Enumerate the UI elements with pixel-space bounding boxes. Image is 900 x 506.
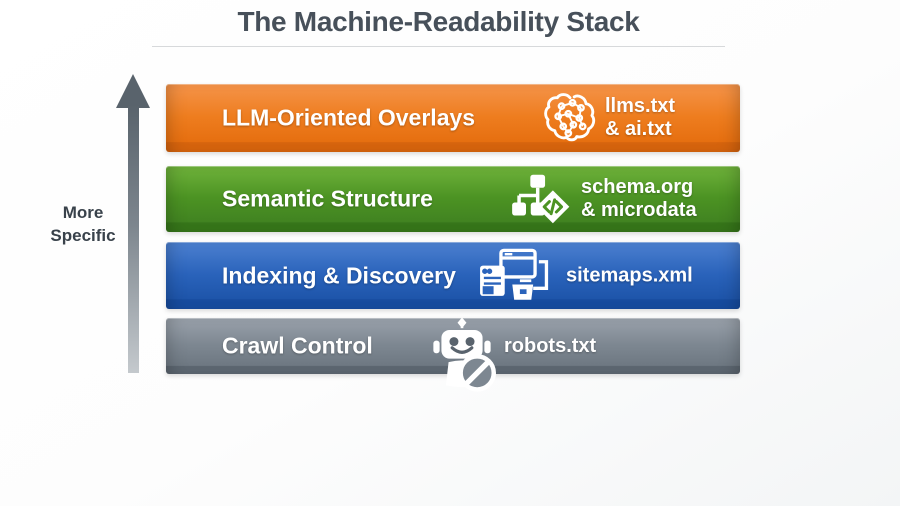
- artifact-label: robots.txt: [504, 334, 597, 357]
- layer-label: Crawl Control: [222, 332, 373, 359]
- layer-artifact-group: schema.org & microdata: [505, 173, 697, 225]
- layer-bar-llm-oriented-overlays: LLM-Oriented Overlays: [166, 84, 740, 152]
- layer-label: Semantic Structure: [222, 185, 433, 212]
- up-arrow-icon: [116, 74, 150, 108]
- browser-windows-icon: [480, 248, 549, 300]
- artifact-label: schema.org & microdata: [581, 176, 697, 221]
- layer-artifact-group: sitemaps.xml: [478, 248, 693, 303]
- robot-blocked-icon: [433, 317, 496, 392]
- artifact-label: sitemaps.xml: [566, 264, 693, 286]
- up-arrow-shaft: [128, 105, 139, 373]
- layer-bar-crawl-control: Crawl Control robots.txt: [166, 317, 740, 392]
- layer-artifact-group: robots.txt: [428, 307, 597, 392]
- layer-artifact-group: llms.txt & ai.txt: [543, 91, 675, 145]
- artifact-label: llms.txt & ai.txt: [605, 95, 676, 140]
- title-divider: [152, 46, 725, 47]
- header: The Machine-Readability Stack: [152, 6, 725, 38]
- layer-label: LLM-Oriented Overlays: [222, 104, 476, 131]
- brain-network-icon: [544, 93, 596, 142]
- page-title: The Machine-Readability Stack: [237, 6, 640, 37]
- sitemap-code-icon: [512, 174, 570, 224]
- axis-label: More Specific: [36, 202, 130, 248]
- axis-label-line1: More: [62, 203, 104, 222]
- layer-bar-indexing-discovery: Indexing & Discovery: [166, 242, 740, 309]
- axis-label-line2: Specific: [50, 225, 116, 245]
- layer-label: Indexing & Discovery: [222, 262, 456, 288]
- layer-bar-semantic-structure: Semantic Structure schema.org & microdat…: [166, 166, 740, 232]
